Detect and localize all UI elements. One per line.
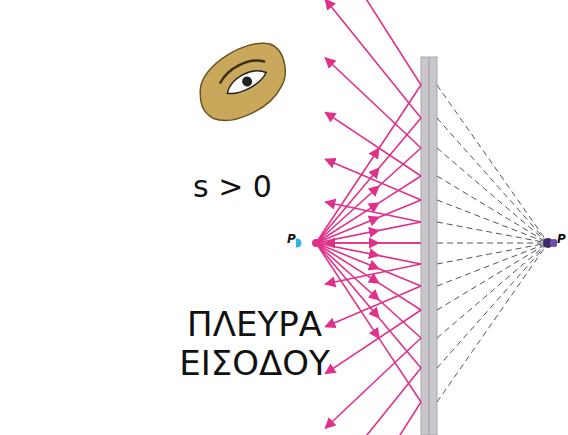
incident-ray — [316, 203, 379, 243]
virtual-ray — [437, 243, 548, 368]
ray-source — [312, 239, 320, 247]
virtual-ray — [437, 176, 548, 243]
reflected-ray — [325, 242, 421, 244]
reflected-ray — [325, 112, 421, 176]
reflected-ray — [325, 338, 421, 428]
plane-mirror — [421, 57, 437, 435]
reflected-ray — [325, 402, 421, 435]
virtual-ray — [437, 243, 548, 310]
incident-ray — [379, 176, 421, 203]
incident-ray — [316, 243, 379, 318]
incident-ray — [316, 217, 379, 243]
incident-ray — [316, 186, 379, 243]
reflected-ray — [325, 0, 421, 118]
incident-ray — [316, 168, 379, 243]
side-label: ΠΛΕΥΡΑ ΕΙΣΟΔΟΥ — [172, 305, 337, 383]
incident-ray — [379, 300, 421, 338]
virtual-ray — [437, 243, 548, 286]
incident-ray — [316, 243, 379, 283]
reflected-ray — [325, 202, 421, 222]
reflected-ray — [325, 310, 421, 374]
reflected-ray — [325, 264, 421, 284]
incident-ray — [379, 338, 421, 402]
virtual-ray — [437, 148, 548, 243]
eye-icon — [186, 32, 299, 132]
point-label: P — [287, 233, 296, 247]
sign-note: s > 0 — [193, 170, 272, 205]
incident-ray — [379, 256, 421, 264]
virtual-ray — [437, 243, 548, 402]
reflected-ray — [325, 159, 421, 200]
reflected-ray — [325, 58, 421, 148]
virtual-ray — [437, 200, 548, 243]
incident-ray — [316, 230, 379, 243]
virtual-rays — [437, 85, 548, 402]
virtual-ray — [437, 243, 548, 338]
virtual-ray — [437, 118, 548, 243]
incident-ray — [316, 148, 379, 243]
mirror-edge — [428, 57, 430, 435]
light-rays — [316, 0, 421, 435]
virtual-ray — [437, 222, 548, 243]
incident-ray — [379, 222, 421, 230]
point-label: P — [557, 233, 566, 247]
reflected-ray — [325, 286, 421, 327]
incident-ray — [316, 243, 379, 338]
virtual-ray — [437, 85, 548, 243]
virtual-ray — [437, 243, 548, 264]
incident-ray — [379, 85, 421, 148]
virtual-ray — [437, 243, 548, 244]
